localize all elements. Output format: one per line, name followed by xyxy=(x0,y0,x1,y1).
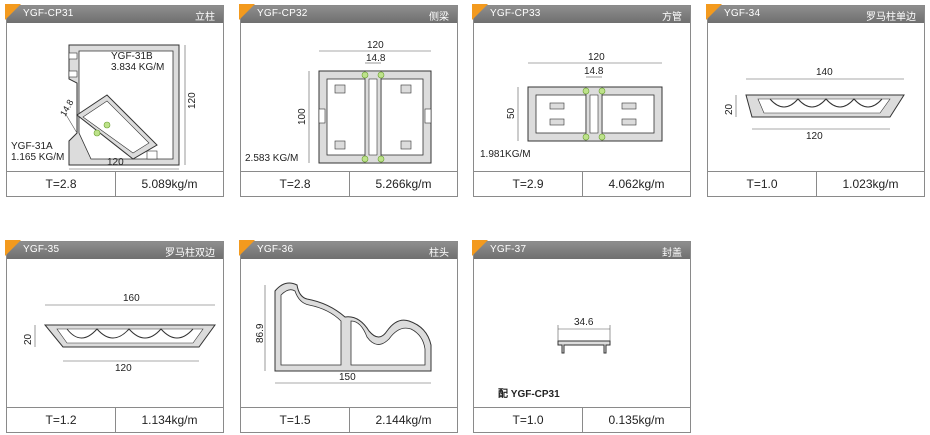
card-footer: T=2.9 4.062kg/m xyxy=(474,171,690,196)
card-footer: T=1.0 0.135kg/m xyxy=(474,407,690,432)
card-footer: T=2.8 5.266kg/m xyxy=(241,171,457,196)
thickness-value: T=1.0 xyxy=(708,172,817,196)
profile-drawing: 120 14.8 100 2.583 KG/M xyxy=(245,40,432,164)
profile-name: 侧梁 xyxy=(429,12,449,23)
profile-name: 罗马柱单边 xyxy=(866,12,916,23)
dim-height: 50 xyxy=(506,107,517,119)
corner-marker-icon xyxy=(472,240,488,256)
corner-marker-icon xyxy=(5,4,21,20)
dim-top: 140 xyxy=(816,67,833,78)
corner-marker-icon xyxy=(472,4,488,20)
dim-width: 150 xyxy=(339,372,356,383)
label-31b-weight: 3.834 KG/M xyxy=(111,62,164,73)
profile-drawing: 140 20 120 xyxy=(724,67,905,142)
thickness-value: T=1.0 xyxy=(474,408,583,432)
profile-code: YGF-CP33 xyxy=(490,8,541,19)
profile-code: YGF-35 xyxy=(23,244,60,255)
label-31b: YGF-31B xyxy=(111,51,153,62)
weight-value: 2.144kg/m xyxy=(375,413,432,427)
profile-card-ygf-cp33: YGF-CP33 方管 120 14.8 50 1.981KG/M T=2.9 … xyxy=(472,4,691,197)
card-footer: T=1.0 1.023kg/m xyxy=(708,171,924,196)
weight-value: 5.089kg/m xyxy=(141,177,198,191)
dim-top: 160 xyxy=(123,293,140,304)
dim-width: 120 xyxy=(367,40,384,51)
thickness-value: T=2.9 xyxy=(474,172,583,196)
compat-note: 配 YGF-CP31 xyxy=(498,388,560,400)
profile-code: YGF-37 xyxy=(490,244,527,255)
weight-value: 1.023kg/m xyxy=(842,177,899,191)
profile-name: 封盖 xyxy=(662,248,682,259)
profile-name: 柱头 xyxy=(429,248,449,259)
profile-code: YGF-34 xyxy=(724,8,761,19)
dim-gap: 14.8 xyxy=(584,66,604,77)
weight-note: 2.583 KG/M xyxy=(245,153,298,164)
card-footer: T=2.8 5.089kg/m xyxy=(7,171,223,196)
profile-drawing: YGF-31B 3.834 KG/M YGF-31A 1.165 KG/M 12… xyxy=(11,44,198,170)
dim-height: 20 xyxy=(724,103,735,115)
profile-name: 方管 xyxy=(662,12,682,23)
corner-marker-icon xyxy=(706,4,722,20)
weight-value: 5.266kg/m xyxy=(375,177,432,191)
profile-name: 立柱 xyxy=(195,12,215,23)
profile-code: YGF-36 xyxy=(257,244,294,255)
dim-bottom: 120 xyxy=(115,363,132,374)
weight-value: 1.134kg/m xyxy=(141,413,198,427)
dim-horizontal: 120 xyxy=(107,157,124,168)
dim-height: 20 xyxy=(23,333,34,345)
profile-drawing: 120 14.8 50 1.981KG/M xyxy=(480,52,663,160)
corner-marker-icon xyxy=(239,4,255,20)
card-header: YGF-CP31 立柱 xyxy=(7,6,223,23)
profile-card-ygf-37: YGF-37 封盖 34.6 配 YGF-CP31 T=1.0 0.135kg/… xyxy=(472,240,691,433)
dim-width: 34.6 xyxy=(574,317,594,328)
profile-card-ygf-36: YGF-36 柱头 86.9 150 T=1.5 2.144kg/m xyxy=(239,240,458,433)
card-footer: T=1.5 2.144kg/m xyxy=(241,407,457,432)
profile-card-ygf-35: YGF-35 罗马柱双边 160 20 120 T=1.2 1.134kg/m xyxy=(5,240,224,433)
thickness-value: T=1.5 xyxy=(241,408,350,432)
card-header: YGF-36 柱头 xyxy=(241,242,457,259)
profile-code: YGF-CP32 xyxy=(257,8,308,19)
profile-drawing: 160 20 120 xyxy=(23,293,216,374)
thickness-value: T=2.8 xyxy=(241,172,350,196)
dim-slot: 14.8 xyxy=(58,98,75,118)
weight-value: 0.135kg/m xyxy=(608,413,665,427)
profile-card-ygf-34: YGF-34 罗马柱单边 140 20 120 T=1.0 1.023kg/m xyxy=(706,4,925,197)
weight-value: 4.062kg/m xyxy=(608,177,665,191)
dim-gap: 14.8 xyxy=(366,53,386,64)
profile-shape xyxy=(557,340,611,354)
profile-card-ygf-cp31: YGF-CP31 立柱 YGF-31B 3.834 KG/M YGF-31A 1… xyxy=(5,4,224,197)
card-header: YGF-35 罗马柱双边 xyxy=(7,242,223,259)
corner-marker-icon xyxy=(239,240,255,256)
label-31a: YGF-31A xyxy=(11,141,53,152)
card-footer: T=1.2 1.134kg/m xyxy=(7,407,223,432)
profile-drawing: 86.9 150 xyxy=(255,282,432,384)
thickness-value: T=1.2 xyxy=(7,408,116,432)
card-header: YGF-CP32 侧梁 xyxy=(241,6,457,23)
dim-height: 86.9 xyxy=(255,323,266,343)
dim-width: 120 xyxy=(588,52,605,63)
profile-card-ygf-cp32: YGF-CP32 侧梁 120 14.8 100 2.583 KG/M T=2.… xyxy=(239,4,458,197)
profile-name: 罗马柱双边 xyxy=(165,248,215,259)
dim-bottom: 120 xyxy=(806,131,823,142)
thickness-value: T=2.8 xyxy=(7,172,116,196)
profile-code: YGF-CP31 xyxy=(23,8,74,19)
card-header: YGF-37 封盖 xyxy=(474,242,690,259)
card-header: YGF-CP33 方管 xyxy=(474,6,690,23)
card-header: YGF-34 罗马柱单边 xyxy=(708,6,924,23)
dim-height: 100 xyxy=(297,108,308,125)
dim-vertical: 120 xyxy=(187,92,198,109)
weight-note: 1.981KG/M xyxy=(480,149,531,160)
profile-drawing: 34.6 配 YGF-CP31 xyxy=(498,317,611,400)
label-31a-weight: 1.165 KG/M xyxy=(11,152,64,163)
corner-marker-icon xyxy=(5,240,21,256)
